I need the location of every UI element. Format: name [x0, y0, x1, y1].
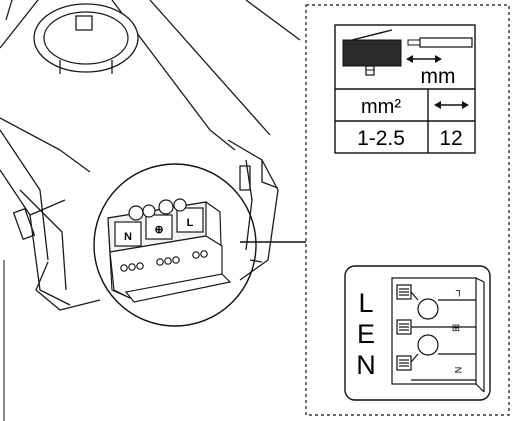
label-mark-top: L [455, 288, 460, 298]
terminal-letter-n: N [356, 350, 376, 380]
screw-ring-bottom [417, 334, 439, 356]
lamp-housing [0, 0, 301, 311]
clamp-earth [145, 214, 173, 240]
block-mark-neutral: N [124, 231, 132, 243]
clamp-top [396, 284, 412, 300]
strip-value: 12 [439, 127, 462, 150]
terminal-strip [391, 277, 485, 393]
zoom-circle [93, 163, 257, 327]
block-mark-earth: ⊕ [154, 224, 163, 236]
screw-ring-top [417, 298, 439, 320]
clamp-live [176, 207, 204, 233]
double-arrow-icon [406, 55, 442, 63]
terminal-letter-l: L [358, 288, 373, 318]
round-cap [33, 3, 139, 74]
terminal-block [107, 198, 232, 303]
clamp-middle [396, 319, 412, 335]
double-arrow-icon [434, 101, 469, 109]
clamp-neutral [114, 221, 142, 247]
area-value: 1-2.5 [357, 127, 405, 150]
wire-icon [342, 29, 473, 76]
terminal-letter-e: E [357, 319, 375, 349]
label-mark-bottom: N [453, 367, 463, 374]
wire-holes [120, 250, 208, 272]
area-header: mm² [361, 96, 401, 118]
unit-label: mm [421, 65, 456, 88]
screw-icon [128, 198, 187, 221]
detail-frame [305, 4, 510, 416]
block-mark-live: L [187, 217, 194, 229]
clamp-bottom [396, 355, 412, 371]
earth-symbol-icon: ⊞ [452, 323, 460, 334]
